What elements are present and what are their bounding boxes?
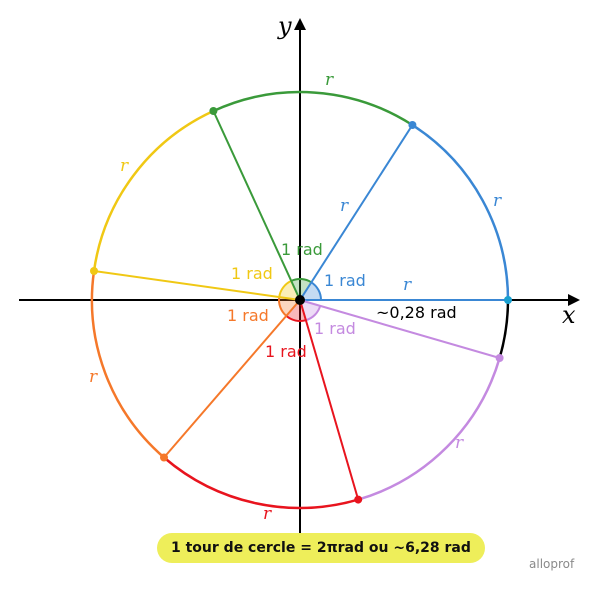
point-orange <box>160 453 168 462</box>
radius-purple <box>299 299 500 359</box>
r-label-yellow-arc: r <box>120 156 129 176</box>
arc-green <box>212 90 414 127</box>
rad-label-blue: 1 rad <box>324 271 366 290</box>
rad-label-purple: 1 rad <box>314 319 356 338</box>
point-green <box>209 107 218 115</box>
r-label-blue-arc: r <box>493 191 502 211</box>
rad-label-orange: 1 rad <box>227 306 269 325</box>
r-label-purple-arc: r <box>455 433 464 453</box>
x-axis-arrow-icon <box>568 294 580 306</box>
radius-yellow <box>93 270 301 301</box>
alloprof-logo: alloprof <box>529 557 575 571</box>
arc-remainder <box>498 299 510 359</box>
radius-orange <box>163 299 301 459</box>
x-axis-label: x <box>562 301 576 329</box>
rad-label-green: 1 rad <box>281 240 323 259</box>
arc-blue <box>411 123 510 301</box>
arc-purple <box>357 357 501 501</box>
point-red <box>354 495 363 504</box>
origin-point <box>295 295 305 305</box>
y-axis-label: y <box>278 12 292 40</box>
radius-green <box>212 110 301 301</box>
radii <box>93 110 508 500</box>
rad-label-yellow: 1 rad <box>231 264 273 283</box>
point-x <box>504 296 512 304</box>
y-axis-arrow-icon <box>294 18 306 30</box>
arc-red <box>163 456 359 510</box>
r-label-green-arc: r <box>325 70 334 90</box>
full-turn-caption: 1 tour de cercle = 2πrad ou ~6,28 rad <box>157 533 485 563</box>
arc-orange <box>90 270 165 459</box>
rad-label-red: 1 rad <box>265 342 307 361</box>
r-label-blue-radius: r <box>340 196 349 216</box>
circle-points <box>90 107 512 504</box>
point-blue <box>408 121 417 129</box>
radius-blue <box>299 124 414 301</box>
point-yellow <box>90 267 98 275</box>
radius-red <box>299 299 360 500</box>
r-label-red-arc: r <box>263 504 272 524</box>
arc-yellow <box>92 109 214 272</box>
r-label-blue-x: r <box>403 275 412 295</box>
point-purple <box>495 354 504 362</box>
remainder-label: ~0,28 rad <box>376 303 457 322</box>
angle-sector-arcs <box>278 278 322 323</box>
r-label-orange-arc: r <box>89 367 98 387</box>
